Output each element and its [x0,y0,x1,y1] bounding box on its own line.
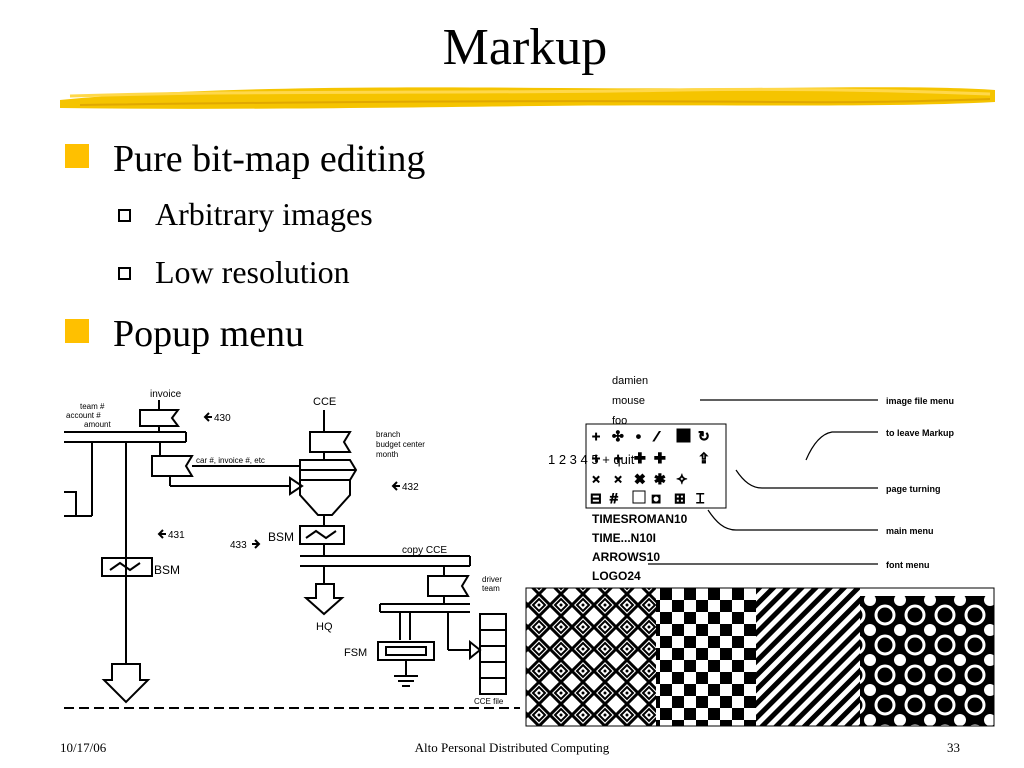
bitmap-pattern-samples [525,587,995,727]
svg-text:✖: ✖ [634,471,646,487]
label-bsm-center: BSM [268,530,294,544]
svg-text:+: + [592,450,600,466]
tool-palette-icons: + ✣ • ⁄ ↻ + + ✚ ✚ ⇪ × × ✖ ✱ ✧ ⊟ # ◘ ⊞ ⌶ [590,428,711,507]
svg-text:•: • [636,428,641,444]
hollow-square-bullet-icon [118,209,131,222]
hollow-square-bullet-icon [118,267,131,280]
svg-text:×: × [614,471,622,487]
label-fsm: FSM [344,647,367,659]
title-underline-decoration [60,87,995,109]
flow-diagram-labels: invoice team # account # amount 430 CCE … [66,389,504,706]
bullet-text: Pure bit-map editing [113,138,426,180]
label-431: 431 [168,530,185,541]
svg-text:✣: ✣ [612,428,624,444]
slide-title: Markup [442,19,608,76]
bullet-item: Popup menu [65,312,304,356]
font-menu-item: ARROWS10 [592,550,660,564]
markup-screenshot-figure: invoice team # account # amount 430 CCE … [64,375,995,727]
markup-menu-mock: damien mouse foo + ✣ • ⁄ ↻ + + ✚ ✚ ⇪ × ×… [548,375,955,583]
label-account: account # [66,411,101,420]
font-menu-item: TIME...N10I [592,531,656,545]
label-430: 430 [214,413,231,424]
svg-text:#: # [610,490,618,506]
label-car-invoice: car #, invoice #, etc [196,456,265,465]
callout-leave-markup: to leave Markup [886,428,955,438]
font-menu-item: LOGO24 [592,569,641,583]
svg-text:✧: ✧ [676,471,688,487]
square-bullet-icon [65,319,89,343]
callout-font-menu: font menu [886,560,930,570]
svg-text:✱: ✱ [654,471,666,487]
label-team-2: team [482,584,500,593]
file-menu-item: damien [612,375,648,387]
sub-bullet-text: Arbitrary images [155,196,373,232]
bullet-item: Pure bit-map editing [65,137,425,181]
footer-title: Alto Personal Distributed Computing [414,740,610,755]
label-433: 433 [230,540,247,551]
share-icon: ⇪ [698,450,710,466]
svg-text:✚: ✚ [634,450,646,466]
label-copy-cce: copy CCE [402,545,447,556]
label-432: 432 [402,482,419,493]
footer-date: 10/17/06 [60,740,107,755]
label-cce-file: CCE file [474,697,504,706]
page-turning-row: 1 2 3 4 5 + quit [548,452,635,467]
svg-text:✚: ✚ [654,450,666,466]
label-cce: CCE [313,396,336,408]
bullet-text: Popup menu [113,313,305,355]
svg-text:+: + [592,428,600,444]
label-driver: driver [482,575,502,584]
rotate-icon: ↻ [698,428,710,444]
svg-text:+: + [614,450,622,466]
svg-text:⊟: ⊟ [590,490,602,506]
sub-bullet-item: Arbitrary images [118,196,373,233]
svg-text:×: × [592,471,600,487]
flow-diagram [64,400,520,709]
callout-image-file-menu: image file menu [886,396,954,406]
footer-page-number: 33 [947,740,960,755]
sub-bullet-item: Low resolution [118,254,350,291]
file-menu-item: mouse [612,395,645,407]
callout-main-menu: main menu [886,526,934,536]
svg-text:⁄: ⁄ [653,428,661,444]
callout-page-turning: page turning [886,484,941,494]
square-bullet-icon [65,144,89,168]
label-invoice: invoice [150,389,182,400]
label-bsm-left: BSM [154,563,180,577]
label-amount: amount [84,420,111,429]
label-budget-center: budget center [376,440,425,449]
svg-text:⊞: ⊞ [674,490,686,506]
label-team: team # [80,402,105,411]
sub-bullet-text: Low resolution [155,254,350,290]
font-menu-item: TIMESROMAN10 [592,512,688,526]
label-month: month [376,450,398,459]
label-branch: branch [376,430,400,439]
label-hq: HQ [316,621,333,633]
svg-text:⌶: ⌶ [696,490,704,506]
svg-text:◘: ◘ [652,490,660,506]
